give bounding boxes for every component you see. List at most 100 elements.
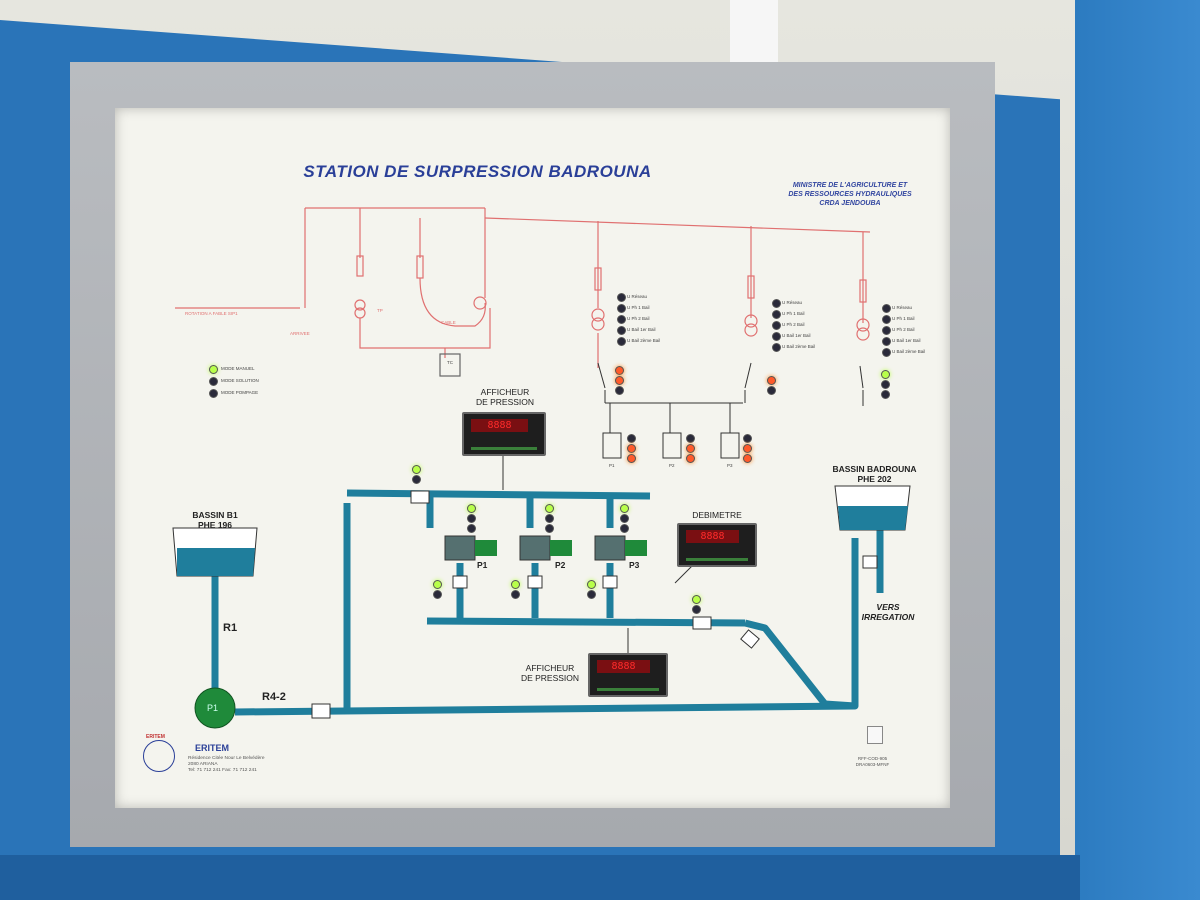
panel-title: STATION DE SURPRESSION BADROUNA	[303, 162, 652, 181]
feeder1-label-2: U Ph 1 Bail	[627, 305, 650, 310]
breaker2-led-off	[767, 386, 776, 395]
feeder1-label-1: U Réseau	[627, 294, 648, 299]
pump-box-label-p1: P1	[609, 463, 615, 468]
address-line-2: 2080 ARIANA	[188, 762, 218, 767]
mode-solution-label: MODE SOLUTION	[221, 378, 259, 383]
ministry-line-1: MINISTRE DE L'AGRICULTURE ET	[792, 182, 908, 189]
debimetre-label: DEBIMETRE	[692, 510, 742, 520]
synoptic-panel: STATION DE SURPRESSION BADROUNA MINISTRE…	[115, 108, 950, 808]
valve3-led-open	[587, 580, 596, 589]
flowmeter-display-reading: 8888	[686, 530, 739, 543]
feeder3-label-5: U Bail 2ème Bail	[892, 349, 926, 354]
feeder1-led-5	[617, 337, 626, 346]
valve3-led-closed	[587, 590, 596, 599]
feeder3-label-4: U Bail 1er Bail	[892, 338, 921, 343]
feeder2-led-1	[772, 299, 781, 308]
booster-p1-label: P1	[477, 560, 488, 570]
feeder2-led-3	[772, 321, 781, 330]
pump-box2-led-2	[686, 444, 695, 453]
bassin-badrouna-label: BASSIN BADROUNA PHE 202	[827, 464, 922, 484]
tank-bassin-b1	[172, 527, 258, 577]
feeder3-led-4	[882, 337, 891, 346]
main-pump-label: P1	[207, 703, 219, 713]
inlet-valve-led-2	[412, 475, 421, 484]
booster-pumps	[444, 535, 647, 561]
feeder1-led-2	[617, 304, 626, 313]
booster2-led-3	[545, 524, 554, 533]
pressure-display-bottom-strip	[597, 688, 659, 691]
main-pump-p1	[194, 687, 236, 729]
electrical-diagram	[175, 207, 871, 377]
booster1-led-run	[467, 504, 476, 513]
eritem-logo: ERITEM	[143, 734, 175, 772]
outlet-valve-led-closed	[692, 605, 701, 614]
ministry-line-3: CRDA JENDOUBA	[819, 200, 881, 207]
feeder2-label-4: U Bail 1er Bail	[782, 333, 811, 338]
ministry-label: MINISTRE DE L'AGRICULTURE ET DES RESSOUR…	[765, 181, 935, 208]
pump-box3-led-3	[743, 454, 752, 463]
feeder3-led-5	[882, 348, 891, 357]
feeder2-label-5: U Bail 2ème Bail	[782, 344, 816, 349]
supply-label: ROTATION A FABLE SIP1	[185, 311, 238, 316]
mode-pompage-label: MODE POMPAGE	[221, 390, 259, 395]
bassin-badrouna-line-2: PHE 202	[857, 474, 892, 484]
feeder3-led-3	[882, 326, 891, 335]
ministry-line-2: DES RESSOURCES HYDRAULIQUES	[788, 191, 912, 198]
feeder1-label-3: U Ph 2 Bail	[627, 316, 650, 321]
booster2-led-2	[545, 514, 554, 523]
vers-line-1: VERS	[876, 602, 900, 612]
cabinet-base	[0, 855, 1080, 900]
bassin-badrouna-line-1: BASSIN BADROUNA	[832, 464, 917, 474]
feeder2-label-3: U Ph 2 Bail	[782, 322, 805, 327]
pressure-display-bottom: 8888	[588, 653, 668, 697]
feeder3-label-3: U Ph 2 Bail	[892, 327, 915, 332]
arrivee-label: ARRIVEE	[290, 331, 310, 336]
cable-label: CABLE	[441, 320, 456, 325]
feeder3-led-1	[882, 304, 891, 313]
pressure-display-top-strip	[471, 447, 537, 450]
afficheur-top-line-2: DE PRESSION	[475, 397, 535, 407]
pressure-display-top: 8888	[462, 412, 546, 456]
booster1-led-3	[467, 524, 476, 533]
bassin-b1-label: BASSIN B1 PHE 196	[175, 510, 255, 530]
feeder2-label-1: U Réseau	[782, 300, 803, 305]
pressure-display-bottom-reading: 8888	[597, 660, 650, 673]
manufacturer-badge-icon	[867, 726, 883, 744]
booster-p2-label: P2	[555, 560, 566, 570]
pump-box1-led-3	[627, 454, 636, 463]
pump-box2-led-3	[686, 454, 695, 463]
mode-pompage-led	[209, 389, 218, 398]
booster3-led-2	[620, 514, 629, 523]
afficheur-bottom-line-1: AFFICHEUR	[525, 663, 575, 673]
company-address: Résidence Citée Nour Le Belvédère 2080 A…	[188, 756, 298, 774]
booster-pump-p2	[519, 535, 572, 561]
breaker1-led-on	[615, 366, 624, 375]
valve1-led-open	[433, 580, 442, 589]
switchgear-lines	[502, 362, 864, 653]
side-cabinet	[1075, 0, 1200, 900]
pump-box1-led-2	[627, 444, 636, 453]
mode-manuel-label: MODE MANUEL	[221, 366, 255, 371]
feeder1-led-3	[617, 315, 626, 324]
vers-irrigation-label: VERS IRREGATION	[853, 602, 923, 622]
pump-box1-led-1	[627, 434, 636, 443]
feeder3-label-2: U Ph 1 Bail	[892, 316, 915, 321]
feeder1-label-5: U Bail 2ème Bail	[627, 338, 661, 343]
afficheur-top-label: AFFICHEUR DE PRESSION	[465, 387, 545, 407]
address-line-3: Tel: 71 712 241 Fax: 71 712 241	[188, 768, 257, 773]
breaker1-led-trip	[615, 376, 624, 385]
feeder2-led-2	[772, 310, 781, 319]
feeder2-led-5	[772, 343, 781, 352]
bassin-b1-line-2: PHE 196	[197, 520, 233, 530]
valve1-led-closed	[433, 590, 442, 599]
ref-line-2: DRA0603-MFNF	[855, 761, 890, 767]
breaker3-led-on	[881, 370, 890, 379]
pump-box-label-p2: P2	[669, 463, 675, 468]
feeder3-label-1: U Réseau	[892, 305, 913, 310]
pipe-network	[211, 489, 884, 716]
eritem-logo-text: ERITEM	[146, 734, 165, 740]
booster1-led-2	[467, 514, 476, 523]
breaker3-led-off	[881, 390, 890, 399]
valve2-led-open	[511, 580, 520, 589]
vers-line-2: IRREGATION	[861, 612, 915, 622]
